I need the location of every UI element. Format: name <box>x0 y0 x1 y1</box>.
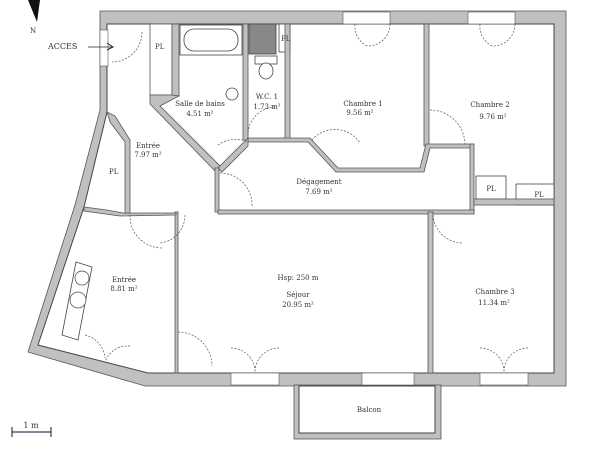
door-swing <box>247 106 278 137</box>
window <box>230 372 280 386</box>
ceiling-height-note: Hsp: 250 m <box>278 274 319 282</box>
room-area: 4.51 m² <box>186 110 213 118</box>
degagement-bottom-wall <box>217 209 475 215</box>
access-label: ACCES <box>47 42 77 51</box>
room-area: 7.69 m² <box>305 188 332 196</box>
room-name: Chambre 1 <box>343 100 382 108</box>
wc-bowl <box>258 62 274 80</box>
room-area: 11.34 m² <box>478 299 510 307</box>
sink <box>225 87 239 101</box>
wall <box>214 167 220 213</box>
room-name: Entrée <box>112 276 136 284</box>
room-area: 1.73 m² <box>253 103 280 111</box>
closet-pl <box>149 23 173 96</box>
room-area: 8.81 m² <box>110 285 137 293</box>
sink-bowl <box>69 291 87 309</box>
door-swing <box>311 129 361 144</box>
wall <box>83 206 177 217</box>
window <box>361 372 415 386</box>
door-swing <box>84 334 131 363</box>
window-swing <box>479 347 529 373</box>
room-area: 7.97 m² <box>134 151 161 159</box>
room-name: Chambre 2 <box>470 101 509 109</box>
closet-label: PL <box>486 185 496 193</box>
access-arrowhead-icon <box>106 42 114 51</box>
entry-door-opening <box>99 29 109 67</box>
wall <box>469 143 475 213</box>
wall <box>427 211 434 374</box>
room-area: 9.56 m² <box>346 109 373 117</box>
bathtub <box>183 28 239 52</box>
wall <box>174 211 179 374</box>
wc-diagonal-wall <box>217 137 249 173</box>
room-name: Entrée <box>136 142 160 150</box>
window <box>342 11 391 25</box>
wall <box>242 23 249 141</box>
door-swing <box>129 214 186 249</box>
closet-label: PL <box>534 191 544 199</box>
sink-bowl <box>74 270 90 286</box>
door-swing <box>432 214 464 244</box>
wall <box>171 23 180 97</box>
closet-label: PL <box>109 168 119 176</box>
room-name: Dégagement <box>296 178 341 186</box>
room-name: W.C. 1 <box>256 93 278 101</box>
pl-wall <box>106 111 131 214</box>
door-swing <box>217 138 249 146</box>
room-name: Balcon <box>357 406 382 414</box>
room-name: Chambre 3 <box>475 288 514 296</box>
wc-tank <box>248 23 277 55</box>
room-area: 9.76 m² <box>479 113 506 121</box>
bath-diagonal-wall <box>149 94 223 173</box>
scale-label: 1 m <box>23 421 39 430</box>
door-swing <box>111 31 143 63</box>
north-arrow-icon <box>28 0 40 22</box>
room-name: Salle de bains <box>175 100 225 108</box>
window <box>467 11 516 25</box>
window-swing <box>354 23 391 47</box>
door-swing <box>219 172 253 207</box>
window-swing <box>230 347 280 373</box>
closet-label: PL <box>281 35 291 43</box>
window <box>479 372 529 386</box>
north-label: N <box>30 27 36 35</box>
closet-label: PL <box>155 43 165 51</box>
wall <box>423 23 430 147</box>
window-swing <box>479 23 516 47</box>
room-name: Séjour <box>286 291 310 299</box>
room-area: 20.95 m² <box>282 301 314 309</box>
balcony <box>298 385 436 434</box>
wall <box>473 198 555 206</box>
